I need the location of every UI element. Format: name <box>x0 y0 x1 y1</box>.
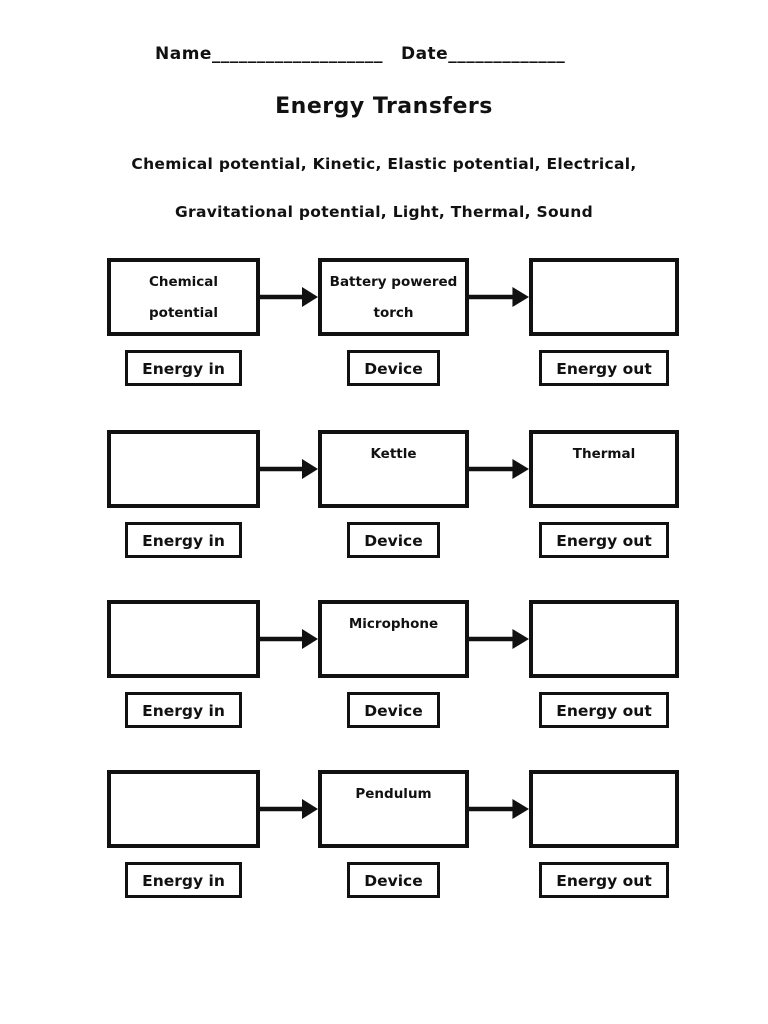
device-value: Microphone <box>348 616 439 632</box>
energy-in-label: Energy in <box>125 350 242 386</box>
arrow-right-icon <box>260 770 318 848</box>
flow-row-battery-torch: Chemical potential Battery powered torch… <box>107 258 679 386</box>
date-label: Date <box>400 44 449 64</box>
energy-in-box <box>107 600 260 678</box>
device-label: Device <box>347 862 440 898</box>
energy-in-value: Chemical potential <box>148 274 219 321</box>
device-value: Pendulum <box>355 786 432 802</box>
name-blank-line: ___________________ <box>211 44 383 64</box>
word-bank-line-2: Gravitational potential, Light, Thermal,… <box>175 203 593 221</box>
device-value: Kettle <box>370 446 417 462</box>
energy-out-label: Energy out <box>539 692 669 728</box>
energy-in-label: Energy in <box>125 692 242 728</box>
device-label: Device <box>347 350 440 386</box>
energy-out-label: Energy out <box>539 522 669 558</box>
energy-in-label: Energy in <box>125 522 242 558</box>
energy-in-box <box>107 770 260 848</box>
energy-out-value: Thermal <box>572 446 636 462</box>
arrow-right-icon <box>260 430 318 508</box>
device-box: Pendulum <box>318 770 469 848</box>
energy-out-box: Thermal <box>529 430 679 508</box>
arrow-right-icon <box>260 600 318 678</box>
energy-out-label: Energy out <box>539 862 669 898</box>
energy-in-box: Chemical potential <box>107 258 260 336</box>
energy-out-box <box>529 600 679 678</box>
energy-in-box <box>107 430 260 508</box>
name-label: Name <box>155 44 212 64</box>
arrow-right-icon <box>469 770 529 848</box>
word-bank-line-1: Chemical potential, Kinetic, Elastic pot… <box>131 155 637 173</box>
date-blank-line: _____________ <box>448 44 566 64</box>
energy-in-label: Energy in <box>125 862 242 898</box>
arrow-right-icon <box>260 258 318 336</box>
arrow-right-icon <box>469 600 529 678</box>
name-date-header: Name___________________ Date_____________ <box>155 44 565 64</box>
energy-out-box <box>529 770 679 848</box>
device-value: Battery powered torch <box>329 274 458 321</box>
energy-out-label: Energy out <box>539 350 669 386</box>
flow-row-kettle: Kettle Thermal Energy in Device Energy o… <box>107 430 679 558</box>
device-box: Microphone <box>318 600 469 678</box>
energy-out-box <box>529 258 679 336</box>
flow-row-microphone: Microphone Energy in Device Energy out <box>107 600 679 728</box>
arrow-right-icon <box>469 430 529 508</box>
device-box: Kettle <box>318 430 469 508</box>
device-box: Battery powered torch <box>318 258 469 336</box>
flow-row-pendulum: Pendulum Energy in Device Energy out <box>107 770 679 898</box>
device-label: Device <box>347 522 440 558</box>
device-label: Device <box>347 692 440 728</box>
page-title: Energy Transfers <box>275 94 493 119</box>
arrow-right-icon <box>469 258 529 336</box>
